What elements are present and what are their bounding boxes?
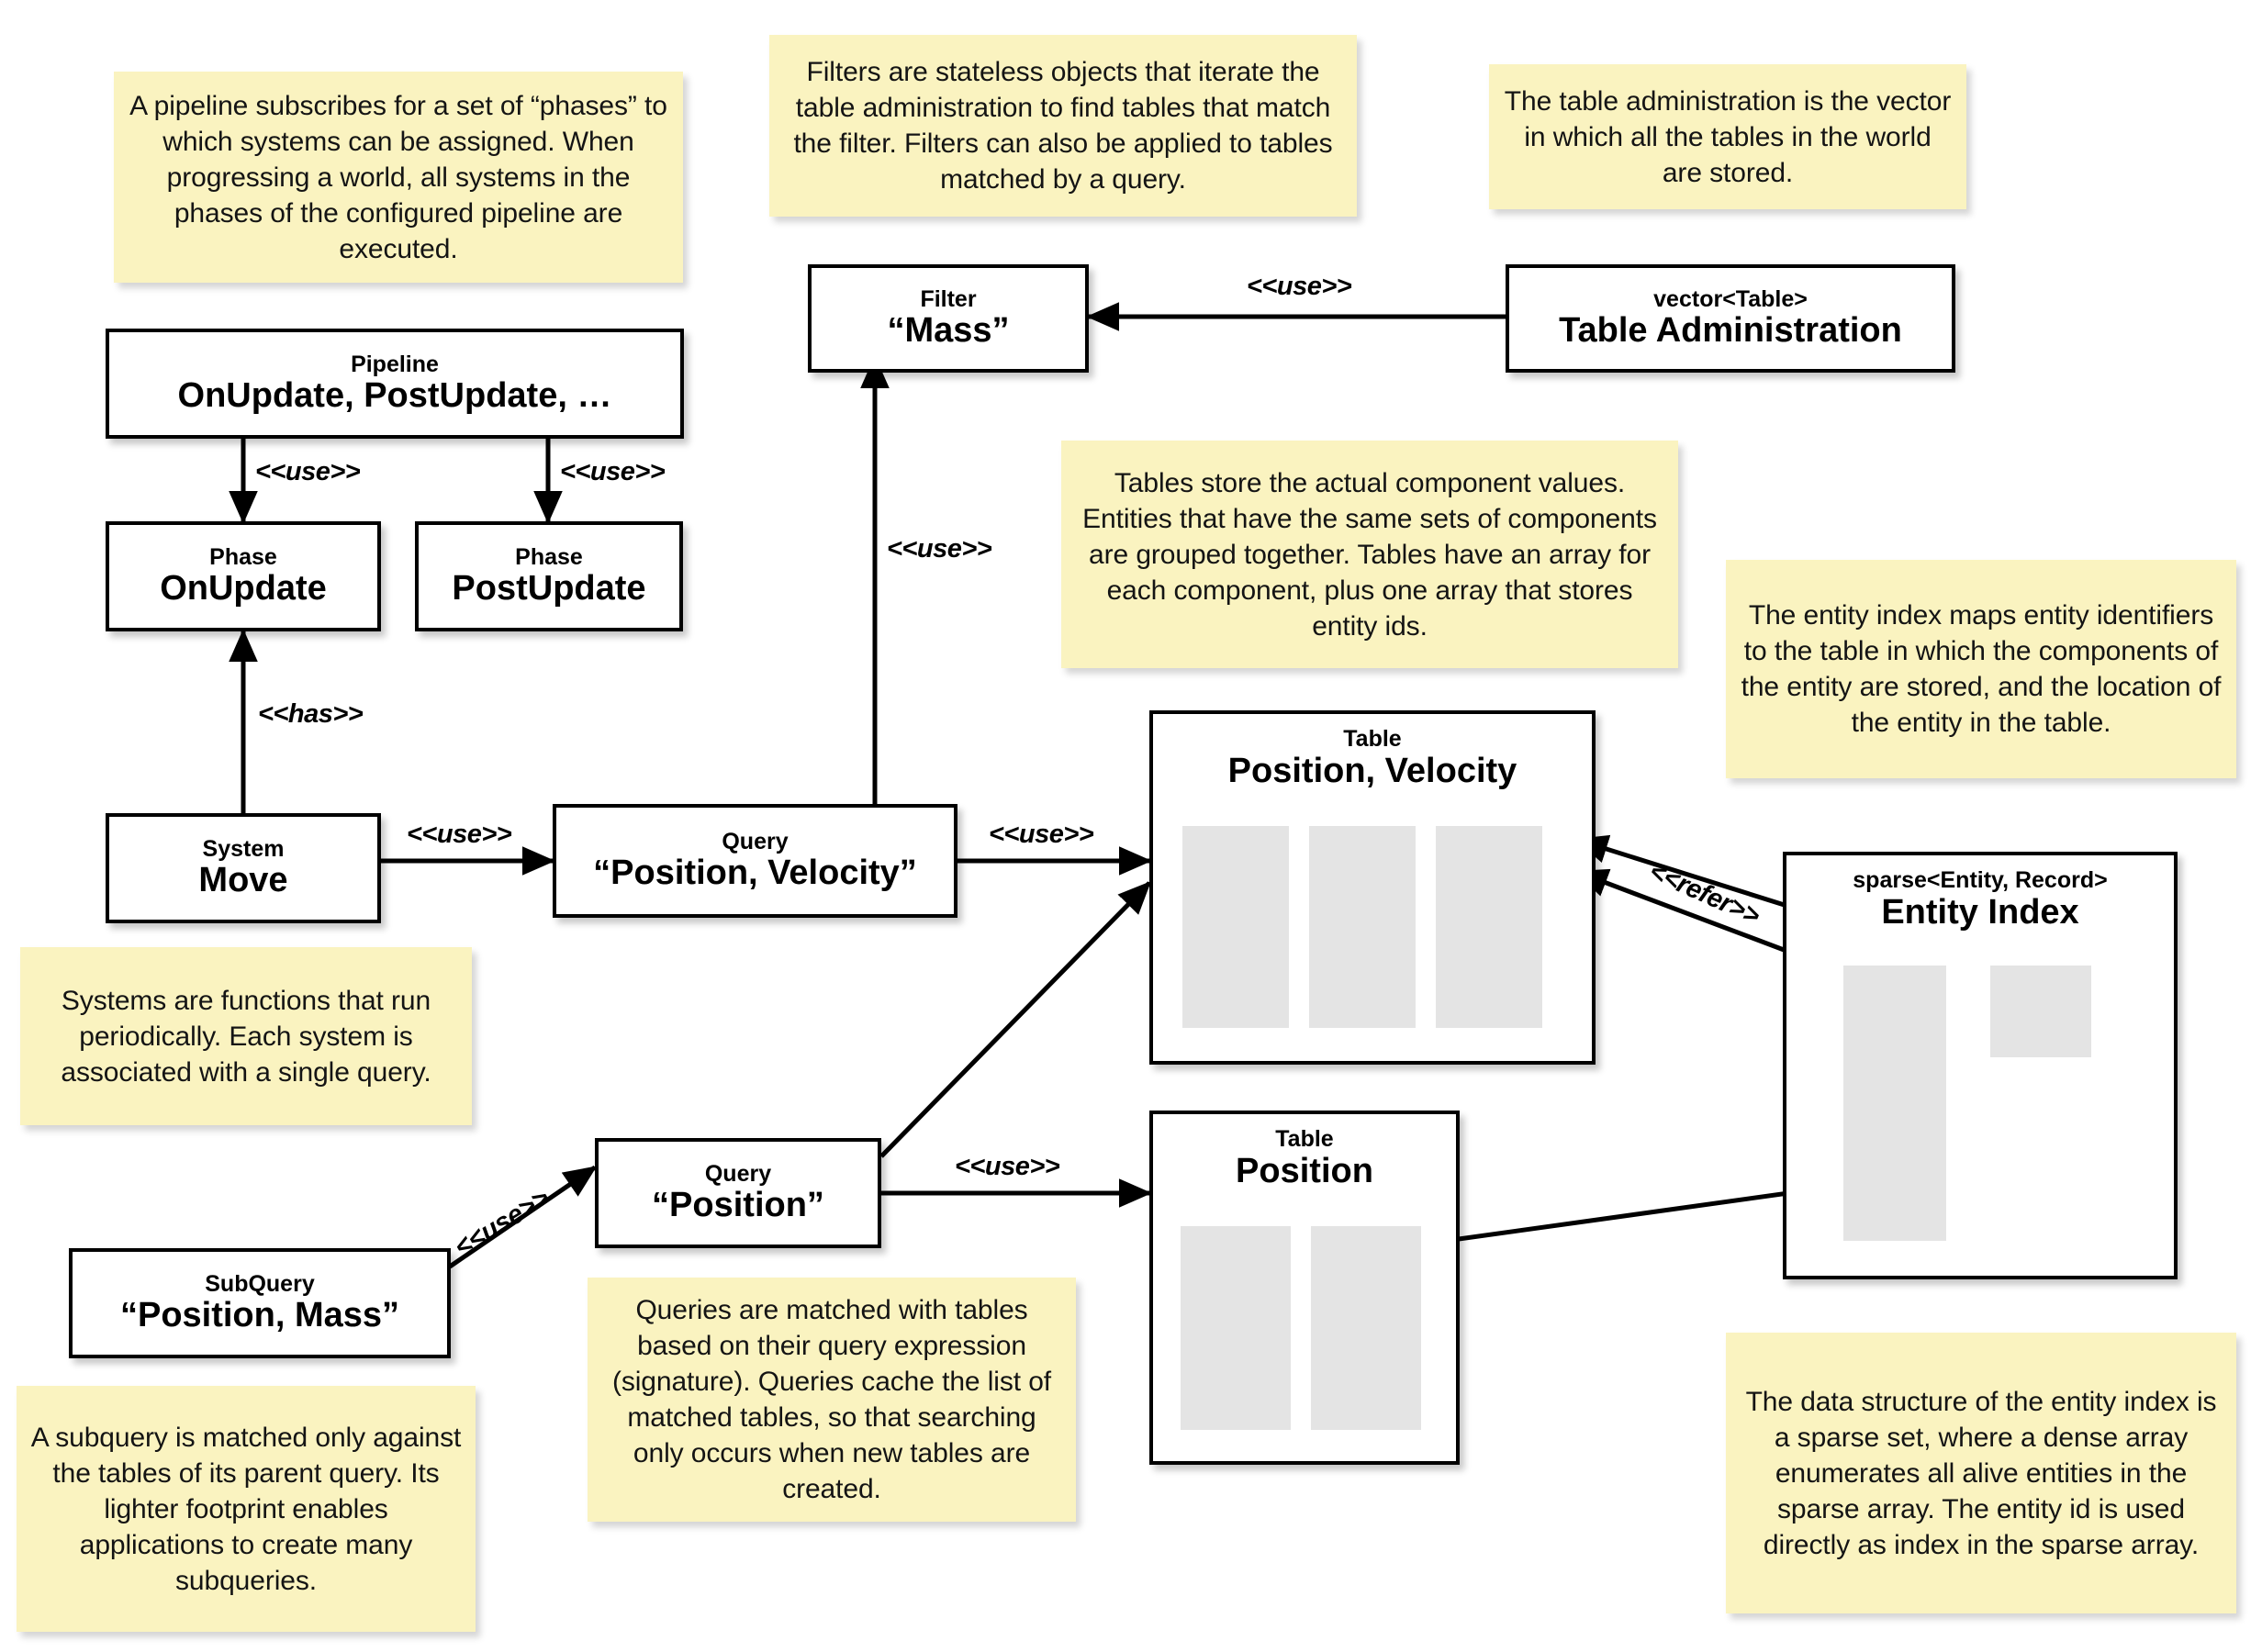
box-table-position-name: Position	[1236, 1151, 1373, 1190]
note-tables: Tables store the actual component values…	[1061, 441, 1678, 668]
box-subquery-position-mass[interactable]: SubQuery “Position, Mass”	[69, 1248, 451, 1358]
array-column	[1182, 826, 1289, 1028]
box-phase-postupdate[interactable]: Phase PostUpdate	[415, 521, 683, 631]
box-query-position-velocity[interactable]: Query “Position, Velocity”	[553, 804, 957, 918]
note-sparse-set-text: The data structure of the entity index i…	[1745, 1386, 2217, 1560]
note-pipeline: A pipeline subscribes for a set of “phas…	[114, 72, 683, 283]
note-filter: Filters are stateless objects that itera…	[769, 35, 1357, 217]
edge-label-pipeline-phase-postupdate: <<use>>	[560, 457, 666, 486]
box-system-move-name: Move	[198, 861, 288, 900]
note-subquery-text: A subquery is matched only against the t…	[30, 1422, 462, 1596]
box-query-position-name: “Position”	[652, 1186, 824, 1225]
box-table-position-stereotype: Table	[1275, 1126, 1334, 1152]
edge-label-system-phase-onupdate: <<has>>	[258, 699, 364, 729]
box-pipeline-stereotype: Pipeline	[351, 351, 439, 377]
edge-label-query-p-table-p: <<use>>	[955, 1152, 1060, 1181]
box-query-position[interactable]: Query “Position”	[595, 1138, 881, 1248]
box-query-position-stereotype: Query	[704, 1160, 772, 1187]
box-system-move[interactable]: System Move	[106, 813, 381, 923]
box-entity-index-stereotype: sparse<Entity, Record>	[1853, 867, 2108, 893]
box-table-position-velocity-stereotype: Table	[1343, 726, 1402, 752]
table-position-velocity-arrays	[1182, 826, 1542, 1028]
note-queries: Queries are matched with tables based on…	[588, 1278, 1076, 1522]
box-table-position-velocity-name: Position, Velocity	[1227, 751, 1517, 790]
box-table-administration-name: Table Administration	[1559, 311, 1902, 351]
box-table-position[interactable]: Table Position	[1149, 1111, 1460, 1465]
box-phase-onupdate-stereotype: Phase	[209, 543, 277, 570]
box-filter-mass-stereotype: Filter	[920, 285, 977, 312]
box-pipeline-name: OnUpdate, PostUpdate, …	[177, 376, 612, 416]
note-tables-text: Tables store the actual component values…	[1082, 467, 1657, 642]
edge-label-query-pv-table-pv: <<use>>	[989, 820, 1094, 849]
note-pipeline-text: A pipeline subscribes for a set of “phas…	[129, 90, 667, 264]
box-entity-index[interactable]: sparse<Entity, Record> Entity Index	[1783, 852, 2178, 1279]
note-queries-text: Queries are matched with tables based on…	[611, 1295, 1052, 1504]
box-phase-onupdate-name: OnUpdate	[160, 569, 327, 608]
note-systems: Systems are functions that run periodica…	[20, 947, 472, 1125]
box-phase-postupdate-name: PostUpdate	[452, 569, 646, 608]
box-table-administration[interactable]: vector<Table> Table Administration	[1506, 264, 1955, 373]
edge-label-subquery-query-p: <<use>>	[449, 1183, 554, 1263]
edge-label-tableadmin-filter: <<use>>	[1247, 272, 1352, 301]
box-table-administration-stereotype: vector<Table>	[1653, 285, 1808, 312]
dense-array	[1990, 966, 2091, 1057]
box-phase-onupdate[interactable]: Phase OnUpdate	[106, 521, 381, 631]
box-filter-mass-name: “Mass”	[887, 311, 1010, 351]
table-position-arrays	[1181, 1226, 1421, 1430]
box-system-move-stereotype: System	[202, 835, 285, 862]
note-subquery: A subquery is matched only against the t…	[17, 1386, 476, 1632]
note-entity-index-text: The entity index maps entity identifiers…	[1741, 600, 2222, 738]
array-column	[1436, 826, 1542, 1028]
box-entity-index-name: Entity Index	[1881, 892, 2079, 932]
box-query-position-velocity-name: “Position, Velocity”	[593, 854, 917, 893]
array-column	[1309, 826, 1416, 1028]
edge-label-entityindex-table-pv: <<refer>>	[1644, 856, 1764, 932]
edge-label-query-pv-filter: <<use>>	[887, 534, 992, 564]
note-table-administration: The table administration is the vector i…	[1489, 64, 1966, 209]
edge-label-system-query-pv: <<use>>	[407, 820, 512, 849]
box-table-position-velocity[interactable]: Table Position, Velocity	[1149, 710, 1596, 1065]
box-phase-postupdate-stereotype: Phase	[515, 543, 583, 570]
edge-label-pipeline-phase-onupdate: <<use>>	[255, 457, 361, 486]
array-column	[1181, 1226, 1291, 1430]
box-subquery-position-mass-name: “Position, Mass”	[119, 1296, 400, 1335]
sparse-array	[1843, 966, 1946, 1241]
note-table-administration-text: The table administration is the vector i…	[1504, 85, 1952, 188]
box-subquery-position-mass-stereotype: SubQuery	[205, 1270, 315, 1297]
note-systems-text: Systems are functions that run periodica…	[61, 985, 431, 1088]
note-entity-index: The entity index maps entity identifiers…	[1726, 560, 2236, 778]
edge-query-p-table-pv	[879, 880, 1152, 1158]
box-pipeline[interactable]: Pipeline OnUpdate, PostUpdate, …	[106, 329, 684, 439]
box-query-position-velocity-stereotype: Query	[722, 828, 789, 854]
note-sparse-set: The data structure of the entity index i…	[1726, 1333, 2236, 1613]
note-filter-text: Filters are stateless objects that itera…	[793, 57, 1333, 195]
box-filter-mass[interactable]: Filter “Mass”	[808, 264, 1089, 373]
array-column	[1311, 1226, 1421, 1430]
